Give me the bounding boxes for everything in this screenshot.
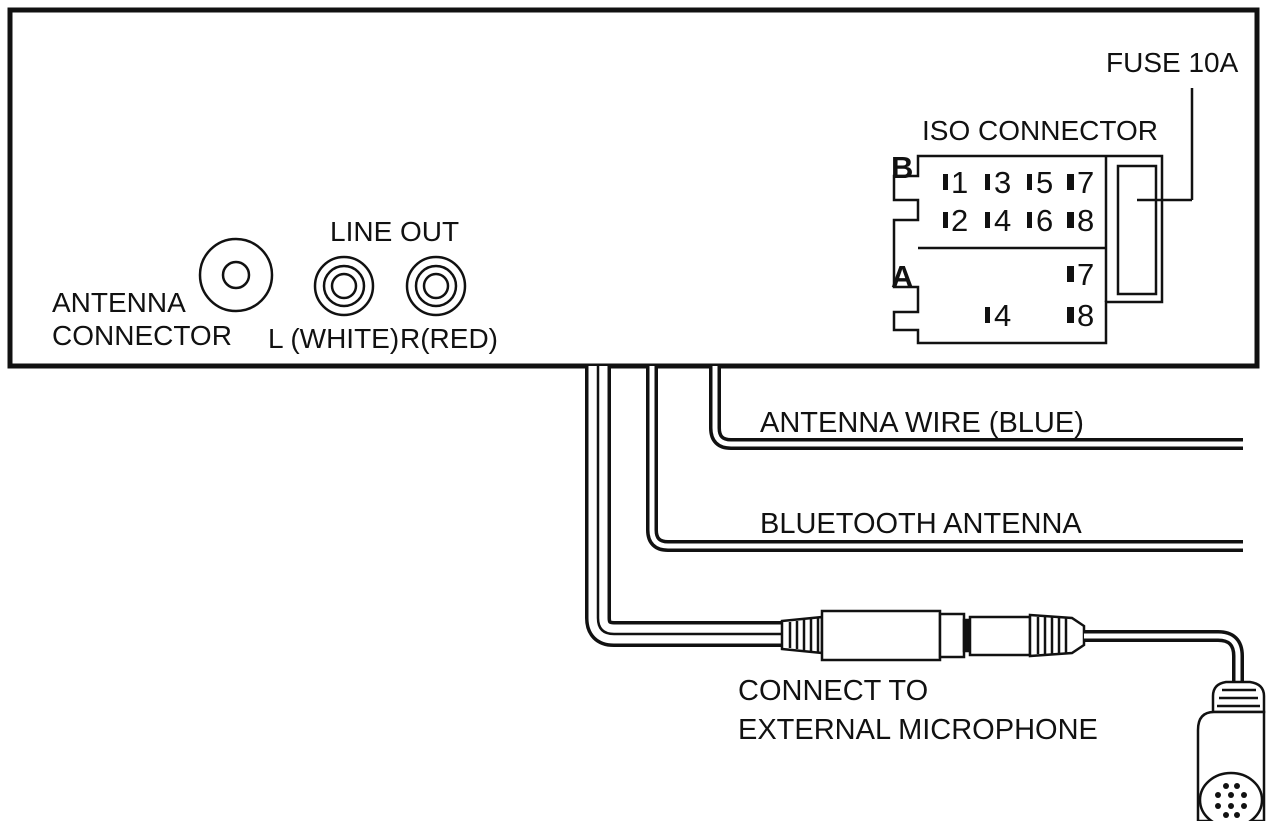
bluetooth-antenna-label: BLUETOOTH ANTENNA <box>760 508 1082 540</box>
pin-a4: 4 <box>994 298 1011 333</box>
iso-block-b-pins: 1 3 5 7 2 4 6 8 <box>943 165 1094 238</box>
pin-b4: 4 <box>994 203 1011 238</box>
rca-jack-left <box>313 255 375 317</box>
antenna-wire-cable <box>709 366 1243 450</box>
microphone-icon <box>1196 680 1266 821</box>
line-out-left-label: L (WHITE) <box>268 323 399 354</box>
fuse-holder <box>1116 88 1194 296</box>
line-out-label: LINE OUT <box>330 216 459 247</box>
antenna-connector-label-line1: ANTENNA <box>52 287 186 318</box>
microphone-label-line1: CONNECT TO <box>738 675 928 707</box>
antenna-wire-label: ANTENNA WIRE (BLUE) <box>760 407 1084 439</box>
pin-b1: 1 <box>951 165 968 200</box>
fuse-label: FUSE 10A <box>1106 47 1239 78</box>
iso-block-a-label: A <box>891 259 913 294</box>
microphone-cable-plug <box>780 609 966 662</box>
antenna-connector-label-line2: CONNECTOR <box>52 320 232 351</box>
iso-connector-housing <box>892 154 1164 345</box>
pin-b2: 2 <box>951 203 968 238</box>
iso-block-a-pins: 7 4 8 <box>985 257 1094 333</box>
pin-b8: 8 <box>1077 203 1094 238</box>
pin-a8: 8 <box>1077 298 1094 333</box>
pin-b6: 6 <box>1036 203 1053 238</box>
pin-b3: 3 <box>994 165 1011 200</box>
bluetooth-antenna-cable <box>646 366 1243 552</box>
pin-a7: 7 <box>1077 257 1094 292</box>
microphone-male-plug <box>962 613 1086 658</box>
pin-b7: 7 <box>1077 165 1094 200</box>
iso-block-b-label: B <box>891 150 913 185</box>
microphone-lead <box>1084 630 1244 690</box>
line-out-right-label: R(RED) <box>400 323 498 354</box>
antenna-connector-socket <box>198 237 274 313</box>
iso-connector-label: ISO CONNECTOR <box>922 115 1158 146</box>
microphone-cable <box>585 366 782 647</box>
rca-jack-right <box>405 255 467 317</box>
microphone-label-line2: EXTERNAL MICROPHONE <box>738 714 1098 746</box>
pin-b5: 5 <box>1036 165 1053 200</box>
